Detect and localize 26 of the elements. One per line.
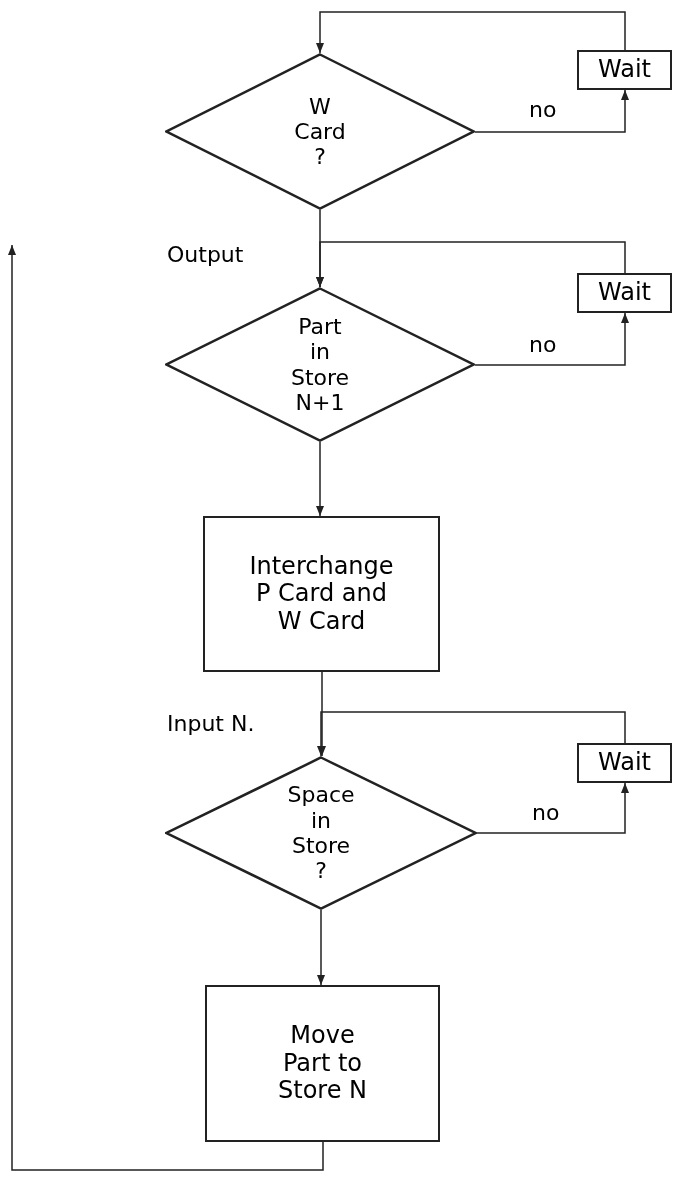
node-text: Wait xyxy=(597,749,652,777)
node-text: Move Part to Store N xyxy=(277,1022,368,1105)
node-text: Interchange P Card and W Card xyxy=(248,552,395,636)
arrow xyxy=(474,89,629,133)
node-text: Wait xyxy=(597,56,652,84)
decision-diamond xyxy=(165,53,475,210)
wait-box xyxy=(577,743,672,783)
arrow xyxy=(317,711,626,757)
node-text: W Card ? xyxy=(293,93,347,170)
arrow xyxy=(316,441,324,517)
process-box xyxy=(205,985,440,1142)
wait-box xyxy=(577,273,672,313)
process-box xyxy=(203,516,440,672)
wait-box xyxy=(577,50,672,90)
arrow xyxy=(316,11,626,54)
side-label: Input N. xyxy=(167,712,256,737)
side-label: Output xyxy=(167,243,245,268)
node-text: Part in Store N+1 xyxy=(289,313,351,416)
arrow xyxy=(318,671,326,757)
node-text: Wait xyxy=(597,279,652,307)
arrow xyxy=(474,312,629,366)
node-text: Space in Store ? xyxy=(286,782,356,884)
arrow xyxy=(317,909,325,986)
arrow xyxy=(316,241,626,288)
arrow xyxy=(8,244,324,1171)
arrow xyxy=(476,782,629,834)
